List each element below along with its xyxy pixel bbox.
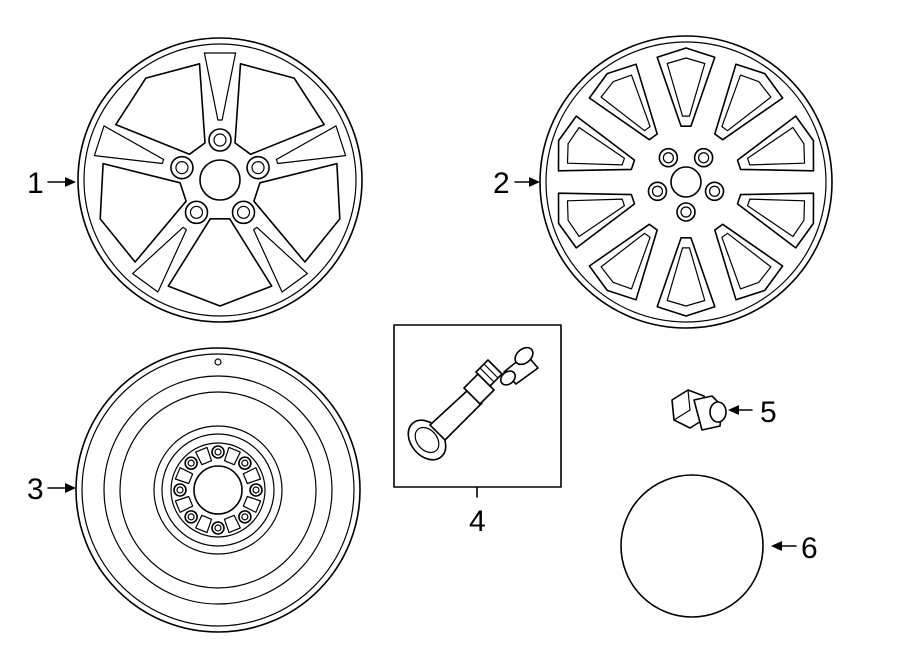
callout-2: 2 (493, 167, 540, 200)
wheel-2-icon[interactable] (539, 35, 833, 329)
wheel-3-icon[interactable] (75, 347, 361, 633)
svg-text:6: 6 (801, 532, 818, 565)
callout-3: 3 (27, 473, 76, 506)
svg-text:2: 2 (493, 167, 510, 200)
callout-1: 1 (27, 167, 76, 200)
wheel-1-icon[interactable] (77, 37, 363, 323)
svg-text:4: 4 (469, 505, 486, 538)
callout-6: 6 (771, 532, 818, 565)
valve-stem-icon[interactable] (393, 324, 562, 488)
center-cap-icon[interactable] (620, 474, 764, 618)
lug-nut-icon[interactable] (671, 389, 727, 431)
svg-text:3: 3 (27, 473, 44, 506)
callout-4: 4 (469, 486, 486, 538)
callout-5: 5 (728, 396, 777, 429)
svg-text:1: 1 (27, 167, 44, 200)
svg-text:5: 5 (760, 396, 777, 429)
